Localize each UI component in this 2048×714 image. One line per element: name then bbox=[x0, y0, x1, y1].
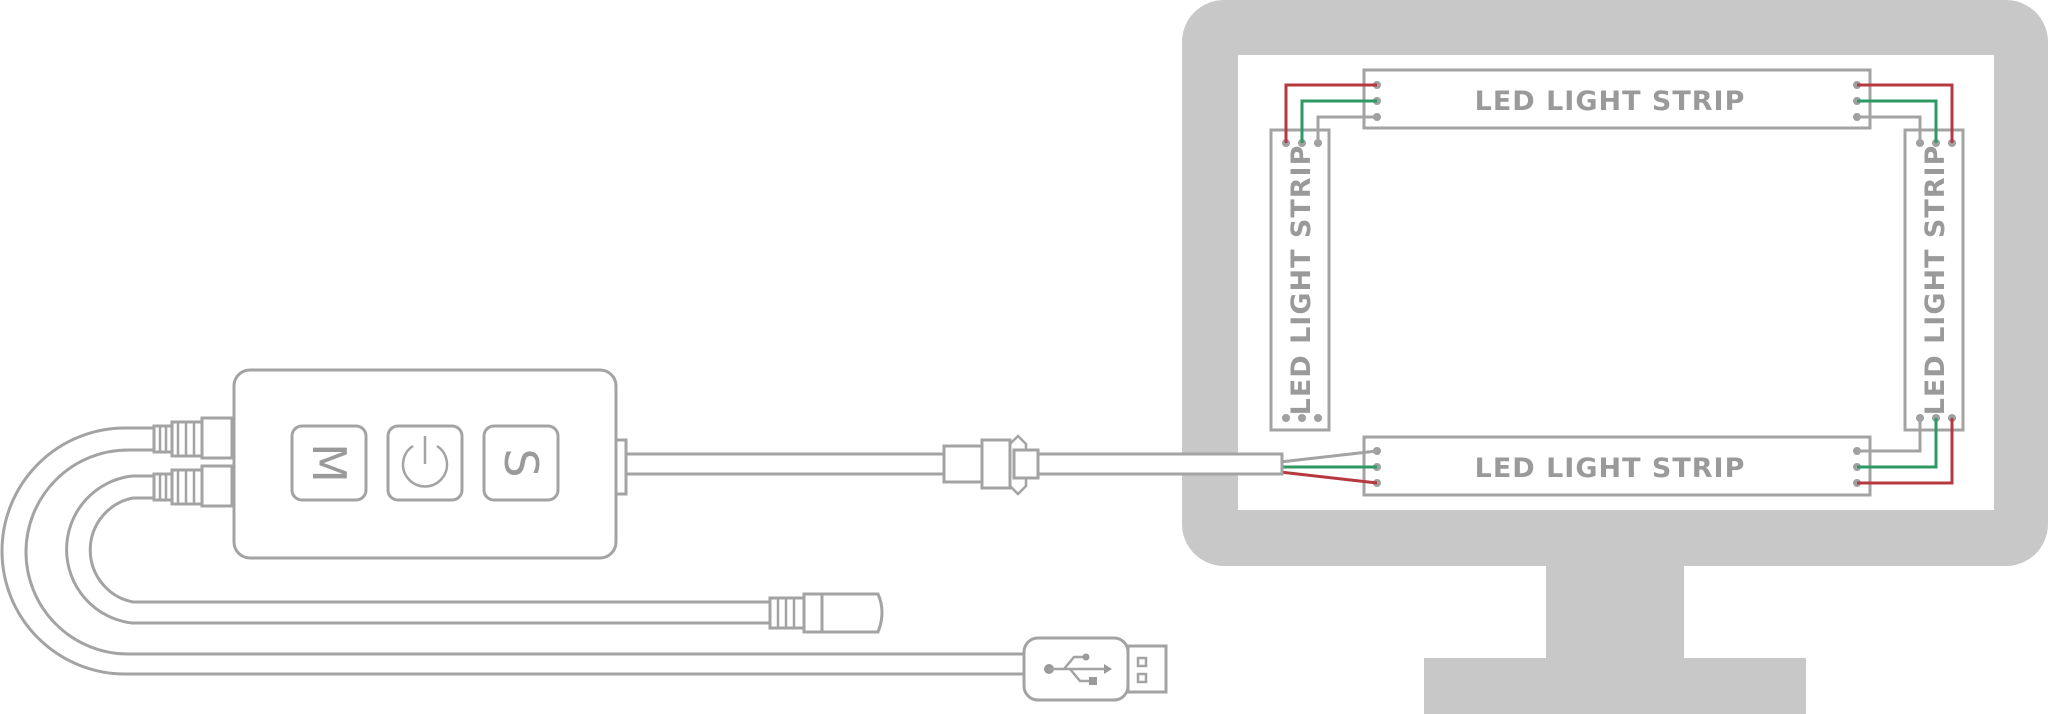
power-icon bbox=[401, 436, 449, 488]
cable-gland-upper bbox=[152, 416, 234, 460]
monitor bbox=[1182, 0, 2048, 714]
usb-icon bbox=[1044, 653, 1112, 685]
cable-gland-lower bbox=[152, 464, 234, 508]
dc-jack bbox=[768, 592, 884, 634]
monitor-screen bbox=[1238, 55, 1994, 510]
monitor-base bbox=[1424, 658, 1806, 714]
led-strip-top-label: LED LIGHT STRIP bbox=[1475, 86, 1746, 117]
led-strip-bottom: LED LIGHT STRIP bbox=[1362, 435, 1872, 497]
mode-button[interactable]: M bbox=[290, 424, 368, 502]
input-wires bbox=[1279, 449, 1378, 485]
corner-wires-top-left bbox=[1284, 83, 1377, 143]
corner-wires-bottom-right bbox=[1857, 418, 1954, 485]
mode-button-glyph: M bbox=[302, 443, 356, 483]
led-strip-top: LED LIGHT STRIP bbox=[1362, 68, 1872, 130]
cable-connector bbox=[942, 434, 1040, 496]
led-strip-right-label: LED LIGHT STRIP bbox=[1920, 145, 1951, 416]
controller: M S bbox=[232, 368, 628, 560]
dc-cable bbox=[65, 474, 772, 625]
led-strip-right: LED LIGHT STRIP bbox=[1903, 128, 1965, 432]
corner-wires-top-right bbox=[1857, 83, 1954, 143]
led-strip-left: LED LIGHT STRIP bbox=[1269, 128, 1331, 432]
speed-button-glyph: S bbox=[494, 448, 548, 477]
speed-button[interactable]: S bbox=[482, 424, 560, 502]
usb-plug bbox=[1022, 636, 1168, 702]
monitor-neck bbox=[1546, 562, 1684, 660]
led-strip-bottom-label: LED LIGHT STRIP bbox=[1475, 453, 1746, 484]
power-button[interactable] bbox=[386, 424, 464, 502]
usb-cable bbox=[0, 426, 1026, 676]
led-strip-left-label: LED LIGHT STRIP bbox=[1286, 145, 1317, 416]
